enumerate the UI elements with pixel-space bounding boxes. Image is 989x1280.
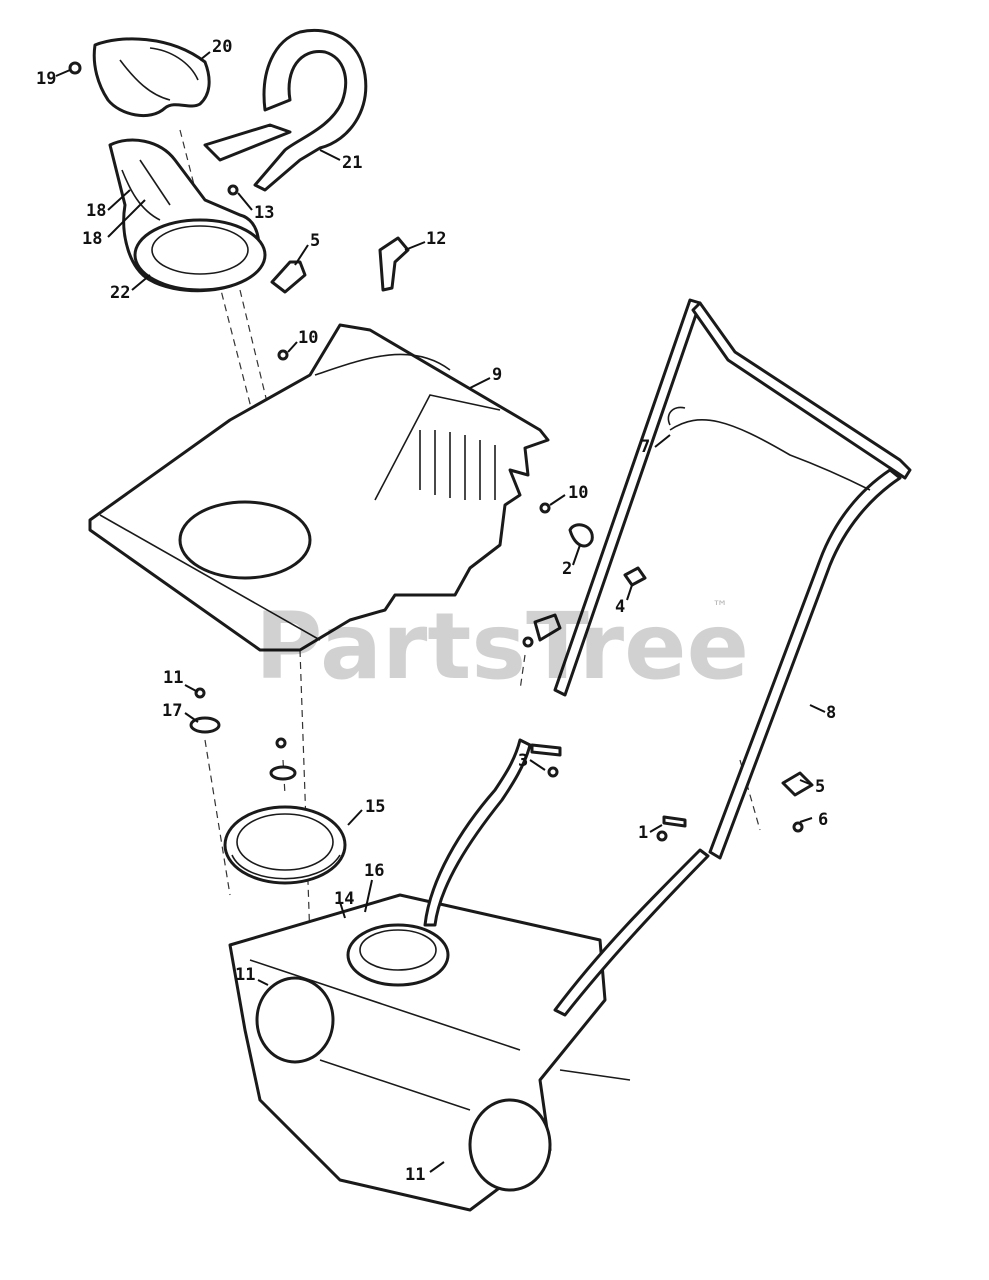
callout-13: 13 (254, 203, 274, 223)
callout-2: 2 (562, 559, 572, 579)
chute-handle (203, 28, 368, 192)
callout-16: 16 (364, 861, 384, 881)
chute-ring (223, 805, 347, 885)
callout-22: 22 (110, 283, 130, 303)
chute-deflector (92, 37, 211, 117)
callout-14: 14 (334, 889, 354, 909)
callout-11c: 11 (405, 1165, 425, 1185)
callout-17: 17 (162, 701, 182, 721)
chute-body (108, 138, 267, 293)
callout-4: 4 (615, 597, 625, 617)
callout-15: 15 (365, 797, 385, 817)
leader-lines (55, 51, 826, 1173)
callout-10a: 10 (298, 328, 318, 348)
callout-20: 20 (212, 37, 232, 57)
callout-11a: 11 (163, 668, 183, 688)
housing (228, 893, 631, 1212)
upper-handle (553, 298, 912, 860)
watermark-brand: PartsTree (255, 593, 749, 700)
callout-19: 19 (36, 69, 56, 89)
watermark: PartsTree ™ (255, 593, 749, 700)
callout-11b: 11 (235, 965, 255, 985)
hardware-small (68, 61, 814, 1172)
watermark-trademark: ™ (712, 597, 728, 616)
callout-1: 1 (638, 823, 648, 843)
callout-8: 8 (826, 703, 836, 723)
callout-6: 6 (818, 810, 828, 830)
callout-7: 7 (640, 437, 650, 457)
vent-slots (419, 430, 496, 500)
callout-21: 21 (342, 153, 362, 173)
callout-3: 3 (518, 751, 528, 771)
callout-5b: 5 (815, 777, 825, 797)
callout-5a: 5 (310, 231, 320, 251)
callouts: 19 20 21 18 18 13 22 5 12 10 9 10 7 2 4 … (36, 37, 836, 1185)
lower-handle (423, 738, 710, 1017)
callout-18a: 18 (86, 201, 106, 221)
engine-shroud (88, 323, 550, 652)
callout-12: 12 (426, 229, 446, 249)
callout-10b: 10 (568, 483, 588, 503)
callout-9: 9 (492, 365, 502, 385)
callout-18b: 18 (82, 229, 102, 249)
